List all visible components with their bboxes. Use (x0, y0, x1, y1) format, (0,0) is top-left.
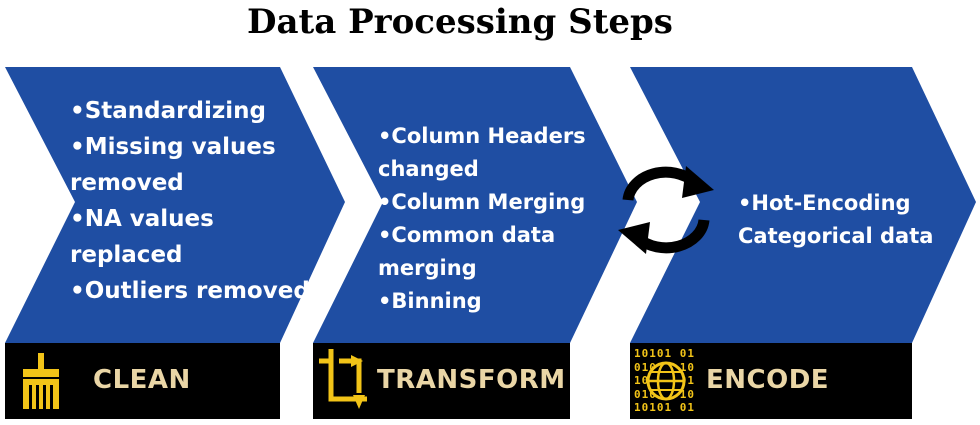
bullet-item: •Binning (378, 289, 482, 313)
clean-label-bar: CLEAN (5, 343, 280, 419)
chevron-clean (5, 67, 345, 343)
brush-icon (23, 353, 59, 409)
bullet-item: •Outliers removed (70, 278, 310, 304)
bullet-item: removed (70, 170, 184, 196)
bullet-item: replaced (70, 242, 183, 268)
bullet-item: •Missing values (70, 134, 276, 160)
clean-label: CLEAN (93, 365, 191, 395)
chevron-encode (630, 67, 976, 343)
globe-icon (646, 361, 686, 401)
bullet-item: •Column Merging (378, 190, 586, 214)
chevron-transform (313, 67, 637, 343)
bullet-item: changed (378, 157, 479, 181)
clean-bullets: •Standardizing •Missing values removed •… (70, 93, 310, 309)
bullet-item: •NA values (70, 206, 214, 232)
bullet-item: •Common data (378, 223, 556, 247)
encode-bullets: •Hot-Encoding Categorical data (738, 187, 933, 253)
bullet-item: •Standardizing (70, 98, 266, 124)
transform-label: TRANSFORM (377, 365, 566, 395)
transform-label-bar: TRANSFORM (313, 343, 570, 419)
bullet-item: •Column Headers (378, 124, 586, 148)
bullet-item: merging (378, 256, 477, 280)
bullet-item: Categorical data (738, 224, 934, 248)
page-title: Data Processing Steps (247, 2, 673, 42)
bullet-item: •Hot-Encoding (738, 191, 911, 215)
crop-transform-icon (319, 349, 367, 409)
encode-label: ENCODE (706, 365, 830, 395)
transform-bullets: •Column Headers changed •Column Merging … (378, 120, 586, 318)
refresh-cycle-icon (618, 166, 714, 254)
